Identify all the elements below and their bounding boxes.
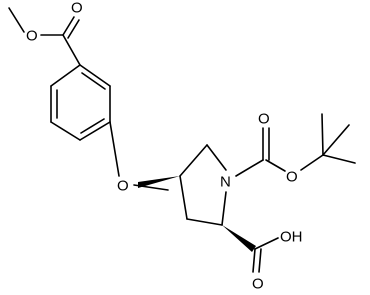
bond-boc-o-tbu: [300, 154, 324, 171]
hashed-wedge-c2-acid: [222, 225, 256, 252]
atom-o-boc-ether: O: [286, 169, 298, 186]
atom-o-boc-carbonyl: O: [258, 111, 270, 128]
bond-ring-3: [79, 121, 111, 141]
hashed-wedge-c4-ether: [138, 176, 180, 188]
bond-carbonyl-double-b: [67, 19, 80, 39]
bond-n-c2: [221, 191, 227, 226]
bond-tbu-methyl-2: [322, 154, 356, 164]
bond-ring-4: [50, 121, 81, 141]
atom-o-ether: O: [117, 178, 129, 195]
bond-methyl-o: [8, 7, 25, 33]
bond-acid-c-oh: [254, 237, 279, 250]
bond-c3-c4: [179, 175, 188, 220]
bond-c2-c3: [186, 218, 223, 226]
bond-acid-carbonyl-double-b: [258, 248, 262, 273]
bond-ring-ether-o: [109, 121, 120, 177]
bond-c5-n: [206, 144, 227, 171]
bond-ring-1-inner: [81, 72, 106, 90]
atom-o-ester-methyl: O: [26, 28, 38, 45]
atom-o-ester-carbonyl: O: [71, 0, 83, 17]
bond-ring-6: [50, 64, 81, 87]
atom-o-acid-carbonyl: O: [252, 276, 264, 293]
bond-acid-carbonyl-double-a: [252, 248, 256, 273]
bond-c4-c5: [179, 144, 208, 177]
bond-tbu-methyl-1: [322, 124, 350, 156]
stereo-bonds: [138, 176, 256, 252]
atom-n-ring: N: [220, 174, 231, 191]
bond-carbonyl-double-a: [62, 16, 75, 36]
bond-ring-1: [79, 64, 111, 87]
bond-ring-3-inner: [80, 118, 105, 134]
atom-oh-acid: OH: [280, 229, 303, 246]
bond-tbu-methyl-3: [321, 113, 324, 156]
bond-n-boc-c: [235, 159, 264, 177]
bond-ester-c-ring: [62, 34, 81, 66]
atom-labels: O O O N O O O OH: [26, 0, 303, 293]
bonds: [8, 7, 356, 273]
bond-boc-c-o: [265, 159, 286, 172]
